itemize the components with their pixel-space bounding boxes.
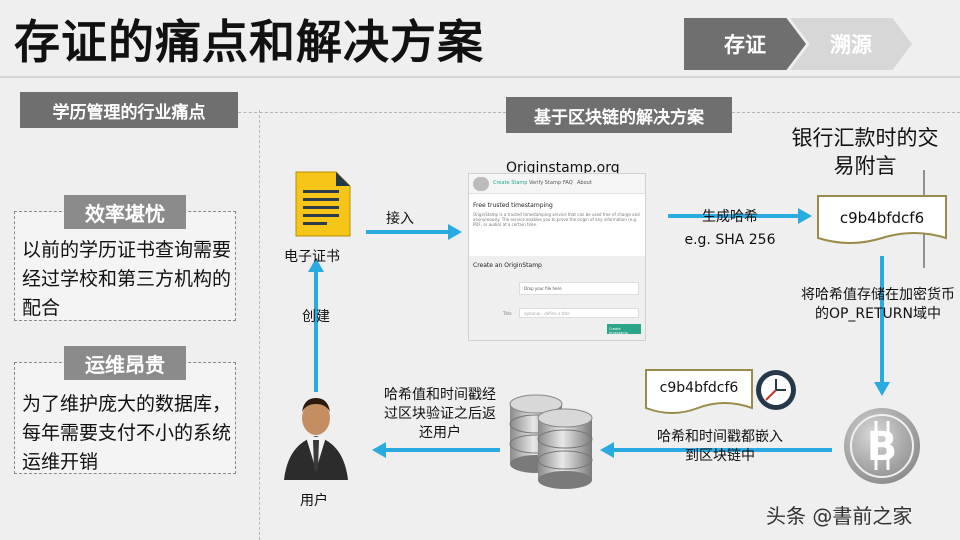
embed-label: 哈希和时间戳都嵌入到区块链中 — [657, 429, 783, 464]
pain-point-tag-maintenance: 运维昂贵 — [64, 346, 186, 380]
database-icon — [509, 394, 593, 489]
pain-point-tag-efficiency: 效率堪忧 — [64, 195, 186, 229]
hash-step-label-2: e.g. SHA 256 — [684, 232, 776, 248]
hash-paper-icon — [817, 195, 947, 244]
pain-point-box-maintenance — [14, 362, 236, 474]
originstamp-nav-faq[interactable]: FAQ — [563, 180, 573, 186]
originstamp-create-button[interactable]: Create timestamp — [607, 324, 641, 335]
document-icon — [295, 171, 351, 237]
store-label: 将哈希值存储在加密货币的OP_RETURN域中 — [801, 287, 955, 322]
originstamp-headline: Free trusted timestamping — [473, 202, 553, 209]
originstamp-title-field[interactable]: optional - define a title — [519, 308, 639, 318]
user-icon — [284, 398, 348, 480]
pain-point-text-efficiency: 以前的学历证书查询需要经过学校和第三方机构的配合 — [22, 239, 232, 319]
pain-point-text-maintenance: 为了维护庞大的数据库，每年需要支付不小的系统运维开销 — [22, 393, 232, 473]
originstamp-create-title: Create an OriginStamp — [473, 262, 542, 269]
hash-paper-icon-2 — [645, 369, 753, 414]
verify-label: 哈希值和时间戳经过区块验证之后返还用户 — [384, 387, 496, 441]
originstamp-nav-verify[interactable]: Verify Stamp — [529, 180, 562, 186]
originstamp-screenshot: Create Stamp Verify Stamp FAQ About Free… — [468, 173, 646, 341]
hash-value-2: c9b4bfdcf6 — [659, 380, 739, 396]
originstamp-nav-create[interactable]: Create Stamp — [493, 180, 528, 186]
originstamp-logo — [473, 177, 489, 191]
originstamp-navbar — [469, 174, 645, 194]
nav-step-suyuan[interactable]: 溯源 — [790, 18, 912, 70]
site-name-label: Originstamp.org — [506, 160, 620, 176]
flow-arrows — [308, 208, 890, 458]
watermark: 头条 @書前之家 — [766, 504, 913, 528]
clock-icon — [756, 370, 796, 410]
header-dash-right — [732, 112, 960, 113]
left-section-header: 学历管理的行业痛点 — [20, 92, 238, 128]
bank-note-label: 银行汇款时的交易附言 — [791, 126, 939, 178]
nav-step-cunzheng[interactable]: 存证 — [684, 18, 806, 70]
originstamp-drop-zone[interactable]: Drop your file here — [519, 282, 639, 295]
certificate-label: 电子证书 — [284, 249, 340, 265]
originstamp-title-label: Title — [503, 311, 512, 316]
title-divider — [0, 76, 960, 78]
pain-point-box-efficiency — [14, 211, 236, 321]
section-separator — [259, 110, 260, 540]
svg-text:B: B — [867, 424, 898, 470]
hash-value: c9b4bfdcf6 — [839, 209, 925, 227]
hash-step-label-1: 生成哈希 — [702, 209, 758, 225]
create-label: 创建 — [302, 309, 330, 325]
header-dash-left — [238, 112, 268, 113]
user-label: 用户 — [300, 493, 328, 509]
originstamp-description: OriginStamp is a trusted timestamping se… — [473, 212, 640, 227]
header-dash-mid — [270, 112, 506, 113]
bitcoin-icon: B — [844, 408, 920, 484]
page-title: 存证的痛点和解决方案 — [14, 15, 484, 69]
right-section-header: 基于区块链的解决方案 — [506, 97, 732, 133]
originstamp-nav-about[interactable]: About — [577, 180, 592, 186]
access-label: 接入 — [386, 211, 414, 227]
